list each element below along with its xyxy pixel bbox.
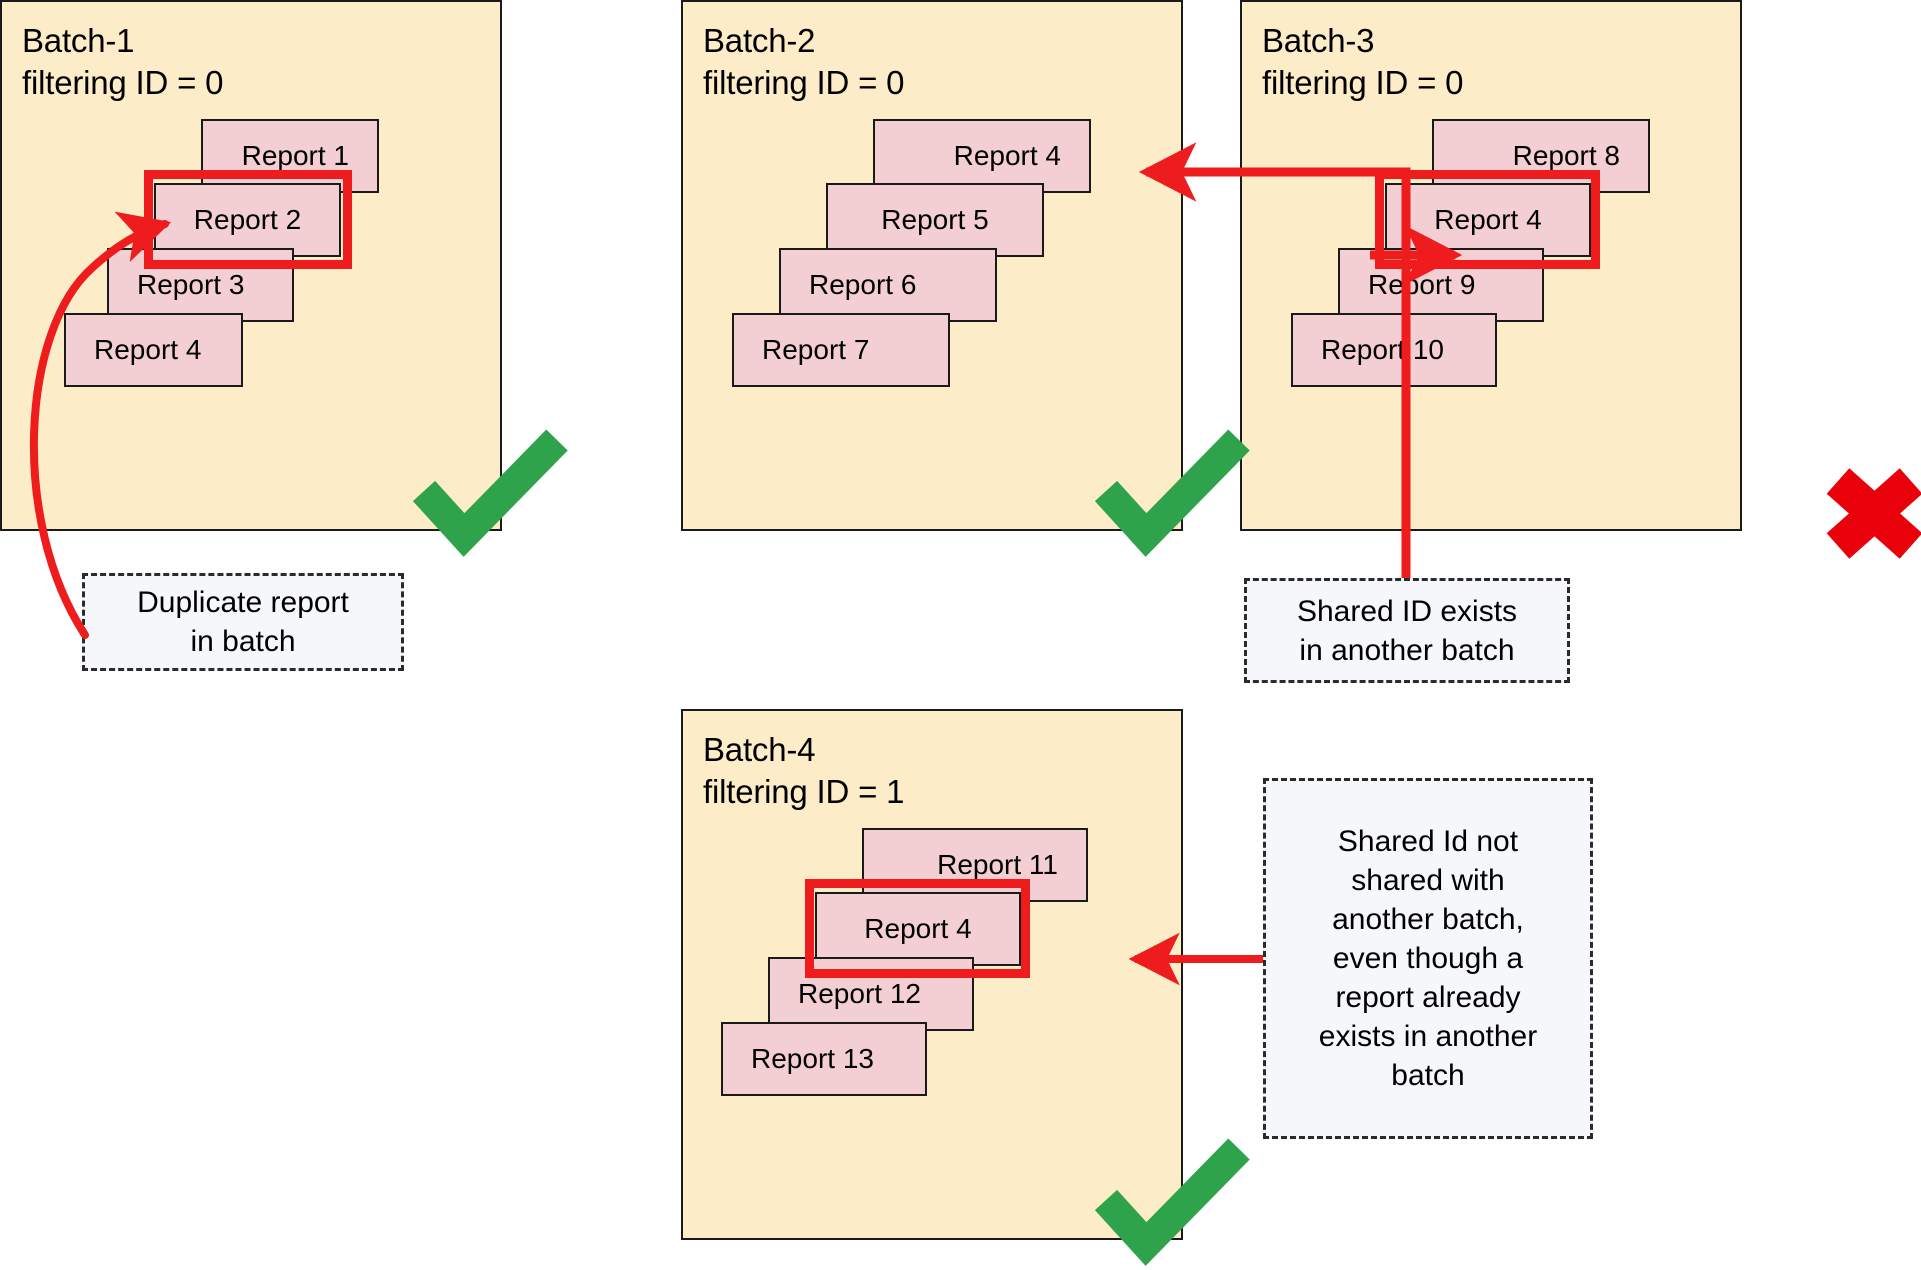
callout-duplicate-report[interactable]: Duplicate report in batch [82, 573, 404, 671]
callout-shared-id-exists[interactable]: Shared ID exists in another batch [1244, 578, 1570, 683]
batch-2-report-4[interactable]: Report 7 [732, 313, 950, 387]
batch-3-report-1[interactable]: Report 8 [1432, 119, 1650, 193]
report-label: Report 8 [1512, 140, 1620, 171]
report-label: Report 7 [762, 334, 870, 365]
batch-2-report-2[interactable]: Report 5 [826, 183, 1044, 257]
report-label: Report 5 [881, 204, 989, 235]
batch-4-report-2[interactable]: Report 4 [815, 892, 1021, 966]
batch-4-title: Batch-4 filtering ID = 1 [703, 731, 905, 811]
batch-4-report-4[interactable]: Report 13 [721, 1022, 927, 1096]
batch-3-report-3[interactable]: Report 9 [1338, 248, 1544, 322]
batch-2-report-3[interactable]: Report 6 [779, 248, 997, 322]
batch-3-report-4[interactable]: Report 10 [1291, 313, 1497, 387]
report-label: Report 1 [241, 140, 349, 171]
callout-text: Shared Id not shared with another batch,… [1318, 825, 1538, 1092]
report-label: Report 12 [798, 978, 921, 1009]
batch-1-title: Batch-1 filtering ID = 0 [22, 22, 224, 102]
report-label: Report 4 [94, 334, 202, 365]
batch-4-report-1[interactable]: Report 11 [862, 828, 1088, 902]
report-label: Report 4 [864, 913, 972, 944]
report-label: Report 4 [953, 140, 1061, 171]
batch-2-report-1[interactable]: Report 4 [873, 119, 1091, 193]
batch-card-4[interactable]: Batch-4 filtering ID = 1 Report 11 Repor… [681, 709, 1183, 1240]
status-cross-batch-3 [1826, 468, 1921, 559]
report-label: Report 6 [809, 269, 917, 300]
batch-2-title: Batch-2 filtering ID = 0 [703, 22, 905, 102]
callout-shared-id-not-shared[interactable]: Shared Id not shared with another batch,… [1263, 778, 1593, 1139]
report-label: Report 4 [1434, 204, 1542, 235]
batch-1-report-3[interactable]: Report 3 [107, 248, 294, 322]
batch-1-report-4[interactable]: Report 4 [64, 313, 243, 387]
batch-card-3[interactable]: Batch-3 filtering ID = 0 Report 8 Report… [1240, 0, 1742, 531]
callout-text: Shared ID exists in another batch [1296, 594, 1518, 667]
report-label: Report 2 [193, 204, 302, 235]
report-label: Report 9 [1368, 269, 1476, 300]
batch-3-report-2[interactable]: Report 4 [1385, 183, 1591, 257]
batch-card-1[interactable]: Batch-1 filtering ID = 0 Report 1 Report… [0, 0, 502, 531]
batch-card-2[interactable]: Batch-2 filtering ID = 0 Report 4 Report… [681, 0, 1183, 531]
batch-3-title: Batch-3 filtering ID = 0 [1262, 22, 1464, 102]
report-label: Report 3 [137, 269, 245, 300]
report-label: Report 10 [1321, 334, 1444, 365]
callout-text: Duplicate report in batch [137, 586, 349, 658]
batch-1-report-2[interactable]: Report 2 [154, 183, 341, 257]
report-label: Report 13 [751, 1043, 874, 1074]
batch-1-report-1[interactable]: Report 1 [201, 119, 379, 193]
report-label: Report 11 [937, 849, 1058, 880]
batch-4-report-3[interactable]: Report 12 [768, 957, 974, 1031]
